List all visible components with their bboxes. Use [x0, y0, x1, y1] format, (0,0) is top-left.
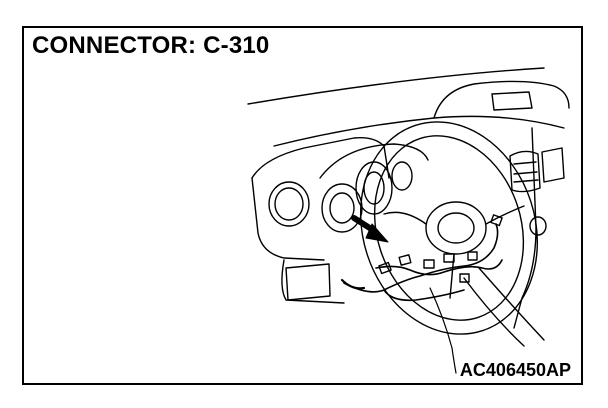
dash-body	[251, 136, 390, 179]
steering-spoke-right	[485, 205, 525, 225]
center-vent-right	[541, 147, 565, 183]
gauge-right	[391, 161, 413, 191]
connector-7	[459, 273, 470, 283]
steering-wheel-rim-inner	[373, 135, 525, 321]
wiring-harness-lower	[383, 289, 465, 302]
upper-vent-housing	[433, 80, 570, 119]
connector-1	[378, 261, 392, 275]
dash-lower-curve	[281, 259, 345, 304]
steering-hub	[425, 201, 487, 255]
steering-wheel-rim	[359, 121, 539, 335]
dashboard-illustration	[247, 67, 570, 374]
dash-top-line	[273, 115, 565, 147]
steering-spoke-left	[383, 211, 427, 225]
wiring-left-tail	[340, 278, 366, 290]
left-round-vent-inner	[274, 187, 304, 221]
diagram-frame: CONNECTOR: C-310	[22, 26, 583, 385]
connector-2	[398, 254, 412, 266]
wiring-harness-secondary	[375, 259, 503, 276]
windshield-line	[247, 67, 545, 105]
dash-lower-left	[251, 177, 325, 261]
steering-column-2	[478, 267, 545, 341]
diagram-title: CONNECTOR: C-310	[32, 32, 270, 59]
right-small-knob	[529, 216, 547, 236]
gauge-left-inner	[329, 192, 355, 224]
upper-vent-inner	[491, 91, 533, 111]
pointer-arrow-icon	[351, 215, 389, 243]
connector-5	[467, 251, 478, 261]
steering-hub-inner	[437, 212, 475, 244]
connector-3	[423, 259, 435, 269]
cluster-hood	[319, 143, 429, 179]
wiring-lead	[429, 287, 457, 374]
figure-code: AC406450AP	[459, 360, 571, 380]
center-console-edge	[513, 127, 537, 329]
center-vent-left	[509, 150, 541, 193]
connector-4	[443, 253, 455, 263]
left-round-vent	[268, 181, 310, 227]
connector-6	[490, 214, 503, 227]
steering-column	[463, 277, 525, 347]
lower-left-panel	[285, 263, 331, 301]
wiring-harness-main	[343, 223, 499, 293]
